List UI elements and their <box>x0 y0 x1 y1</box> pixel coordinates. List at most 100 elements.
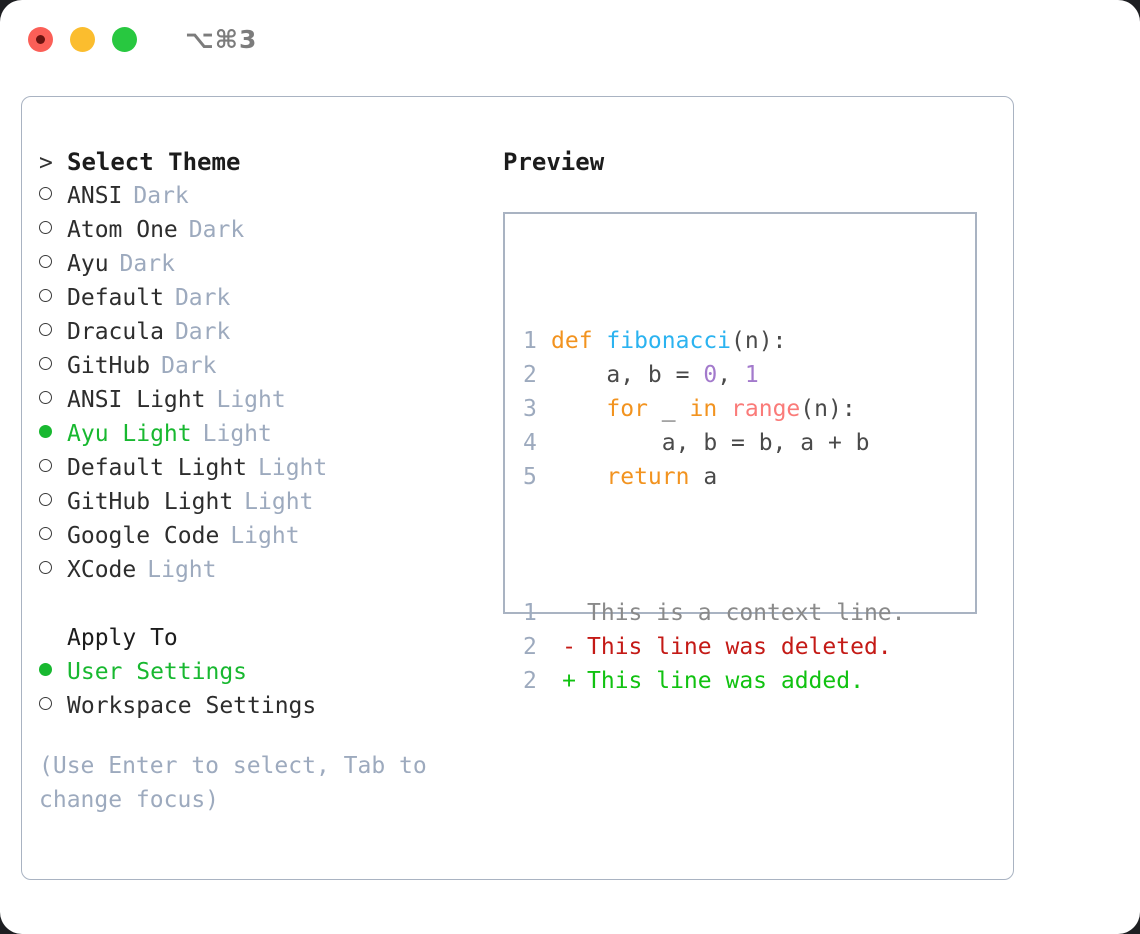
code-token-call: range <box>731 396 801 422</box>
diff-marker: + <box>562 668 576 694</box>
prompt-caret-icon: > <box>39 150 53 176</box>
theme-option-ansi[interactable]: ANSI Dark <box>39 179 469 213</box>
theme-option-label: XCode <box>67 557 137 583</box>
keyboard-shortcut-label: ⌥⌘3 <box>185 24 258 54</box>
diff-text: This line was added. <box>587 668 864 694</box>
radio-selected-icon <box>39 417 67 451</box>
radio-unselected-icon <box>39 451 67 485</box>
code-token-txt: a, b = <box>551 362 704 388</box>
theme-option-label: ANSI <box>67 183 123 209</box>
hollow-circle-icon <box>39 459 52 472</box>
code-line: 2 a, b = 0, 1 <box>523 358 906 392</box>
line-number: 1 <box>523 328 537 354</box>
hollow-circle-icon <box>39 697 52 710</box>
hollow-circle-icon <box>39 493 52 506</box>
theme-option-variant: Light <box>258 455 328 481</box>
theme-option-variant: Light <box>230 523 300 549</box>
radio-unselected-icon <box>39 281 67 315</box>
hollow-circle-icon <box>39 561 52 574</box>
theme-option-label: ANSI Light <box>67 387 206 413</box>
theme-option-variant: Dark <box>119 251 175 277</box>
code-token-txt <box>551 396 606 422</box>
code-token-fn: fibonacci <box>606 328 732 354</box>
code-token-txt <box>717 396 731 422</box>
radio-unselected-icon <box>39 315 67 349</box>
list-gap <box>39 587 469 621</box>
theme-option-default[interactable]: Default Dark <box>39 281 469 315</box>
theme-option-ansi-light[interactable]: ANSI Light Light <box>39 383 469 417</box>
code-token-num: 1 <box>744 362 759 388</box>
hollow-circle-icon <box>39 221 52 234</box>
apply-to-header: Apply To <box>39 621 469 655</box>
maximize-button[interactable] <box>112 26 137 52</box>
hollow-circle-icon <box>39 255 52 268</box>
hollow-circle-icon <box>39 289 52 302</box>
apply-to-option-label: User Settings <box>67 659 248 685</box>
apply-to-option-workspace-settings[interactable]: Workspace Settings <box>39 689 469 723</box>
diff-line-add: 2 + This line was added. <box>523 664 906 698</box>
radio-unselected-icon <box>39 349 67 383</box>
code-token-kw: def <box>551 328 607 354</box>
theme-option-label: Default <box>67 285 164 311</box>
code-token-txt: a <box>689 464 718 490</box>
diff-marker: - <box>562 634 576 660</box>
line-number: 4 <box>523 430 537 456</box>
theme-option-xcode[interactable]: XCode Light <box>39 553 469 587</box>
code-token-num: 0 <box>703 362 718 388</box>
theme-option-variant: Dark <box>174 285 231 311</box>
apply-to-option-user-settings[interactable]: User Settings <box>39 655 469 689</box>
code-token-punc: (n): <box>731 328 787 354</box>
hollow-circle-icon <box>39 527 52 540</box>
theme-option-label: Ayu Light <box>67 421 192 447</box>
theme-option-label: Dracula <box>67 319 164 345</box>
hollow-circle-icon <box>39 323 52 336</box>
code-token-txt: _ <box>647 396 690 422</box>
code-token-kw: in <box>689 396 718 422</box>
radio-unselected-icon <box>39 213 67 247</box>
window-controls <box>28 26 137 52</box>
diff-text: This is a context line. <box>587 600 906 626</box>
radio-unselected-icon <box>39 553 67 587</box>
radio-unselected-icon <box>39 689 67 723</box>
line-number: 5 <box>523 464 537 490</box>
keyboard-hint-text: (Use Enter to select, Tab to change focu… <box>39 753 427 813</box>
theme-option-ayu-light[interactable]: Ayu Light Light <box>39 417 469 451</box>
theme-option-label: GitHub <box>67 353 151 379</box>
line-number: 2 <box>523 362 537 388</box>
theme-option-label: GitHub Light <box>67 489 234 515</box>
code-token-kw: for <box>606 396 648 422</box>
hollow-circle-icon <box>39 391 52 404</box>
line-number: 2 <box>523 668 537 694</box>
close-button[interactable] <box>28 26 53 52</box>
line-number: 2 <box>523 634 537 660</box>
code-token-txt: , <box>717 362 745 388</box>
diff-line-del: 2-This line was deleted. <box>523 630 906 664</box>
diff-text: This line was deleted. <box>587 634 892 660</box>
code-line: 3 for _ in range(n): <box>523 392 906 426</box>
radio-unselected-icon <box>39 519 67 553</box>
theme-option-variant: Dark <box>133 183 189 209</box>
theme-option-variant: Light <box>216 387 286 413</box>
code-token-kw: return <box>606 464 690 490</box>
theme-option-variant: Light <box>202 421 272 447</box>
code-line: 1 def fibonacci(n): <box>523 324 906 358</box>
hollow-circle-icon <box>39 357 52 370</box>
theme-option-variant: Light <box>147 557 217 583</box>
minimize-button[interactable] <box>70 26 95 52</box>
code-line: 4 a, b = b, a + b <box>523 426 906 460</box>
